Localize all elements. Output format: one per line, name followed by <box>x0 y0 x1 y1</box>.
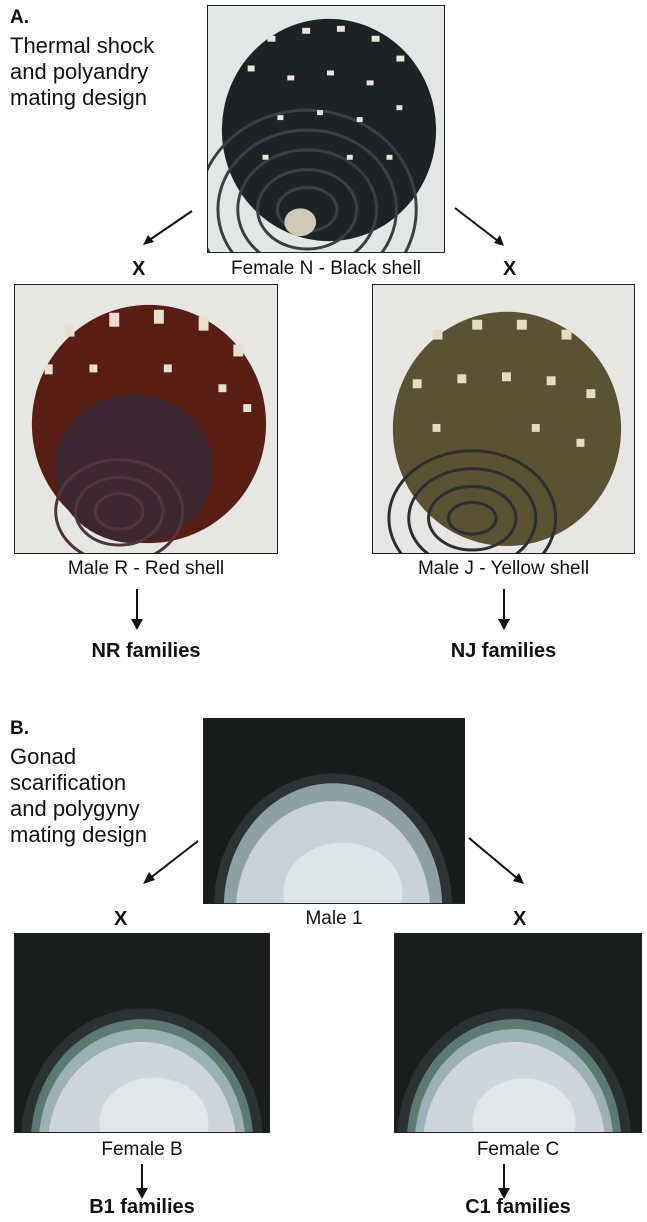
panel-a-title: Thermal shock and polyandry mating desig… <box>10 33 154 111</box>
arrow-male-1-to-female-b <box>140 838 202 886</box>
c1-families-label: C1 families <box>394 1196 642 1219</box>
male-1-nacre-photo <box>203 718 465 904</box>
panel-b-letter: B <box>10 718 24 739</box>
cross-symbol-a-left: X <box>132 258 145 281</box>
cross-symbol-a-right: X <box>503 258 516 281</box>
female-c-caption: Female C <box>394 1139 642 1161</box>
cross-symbol-b-right: X <box>513 908 526 931</box>
nj-families-label: NJ families <box>372 640 635 663</box>
b1-families-label: B1 families <box>14 1196 270 1219</box>
male-r-caption: Male R - Red shell <box>14 558 278 580</box>
male-1-caption: Male 1 <box>203 908 465 930</box>
male-r-red-shell-photo <box>14 284 278 554</box>
arrow-male-r-to-nr-families <box>131 589 143 631</box>
female-c-nacre-photo <box>394 933 642 1133</box>
panel-a-label: A. <box>10 5 29 31</box>
female-b-caption: Female B <box>14 1139 270 1161</box>
female-b-nacre-photo <box>14 933 270 1133</box>
panel-b-title: Gonad scarification and polygyny mating … <box>10 744 147 848</box>
male-j-caption: Male J - Yellow shell <box>372 558 635 580</box>
arrow-male-1-to-female-c <box>466 835 528 887</box>
arrow-female-c-to-c1-families <box>498 1164 510 1200</box>
nr-families-label: NR families <box>14 640 278 663</box>
arrow-female-n-to-male-r <box>140 208 196 248</box>
cross-symbol-b-left: X <box>114 908 127 931</box>
arrow-female-b-to-b1-families <box>136 1164 148 1200</box>
arrow-male-j-to-nj-families <box>498 589 510 631</box>
arrow-female-n-to-male-j <box>452 205 508 249</box>
panel-a-letter: A <box>10 7 24 28</box>
female-n-caption: Female N - Black shell <box>207 258 445 280</box>
female-n-black-shell-photo <box>207 5 445 253</box>
panel-b-label: B. <box>10 716 29 742</box>
male-j-yellow-shell-photo <box>372 284 635 554</box>
